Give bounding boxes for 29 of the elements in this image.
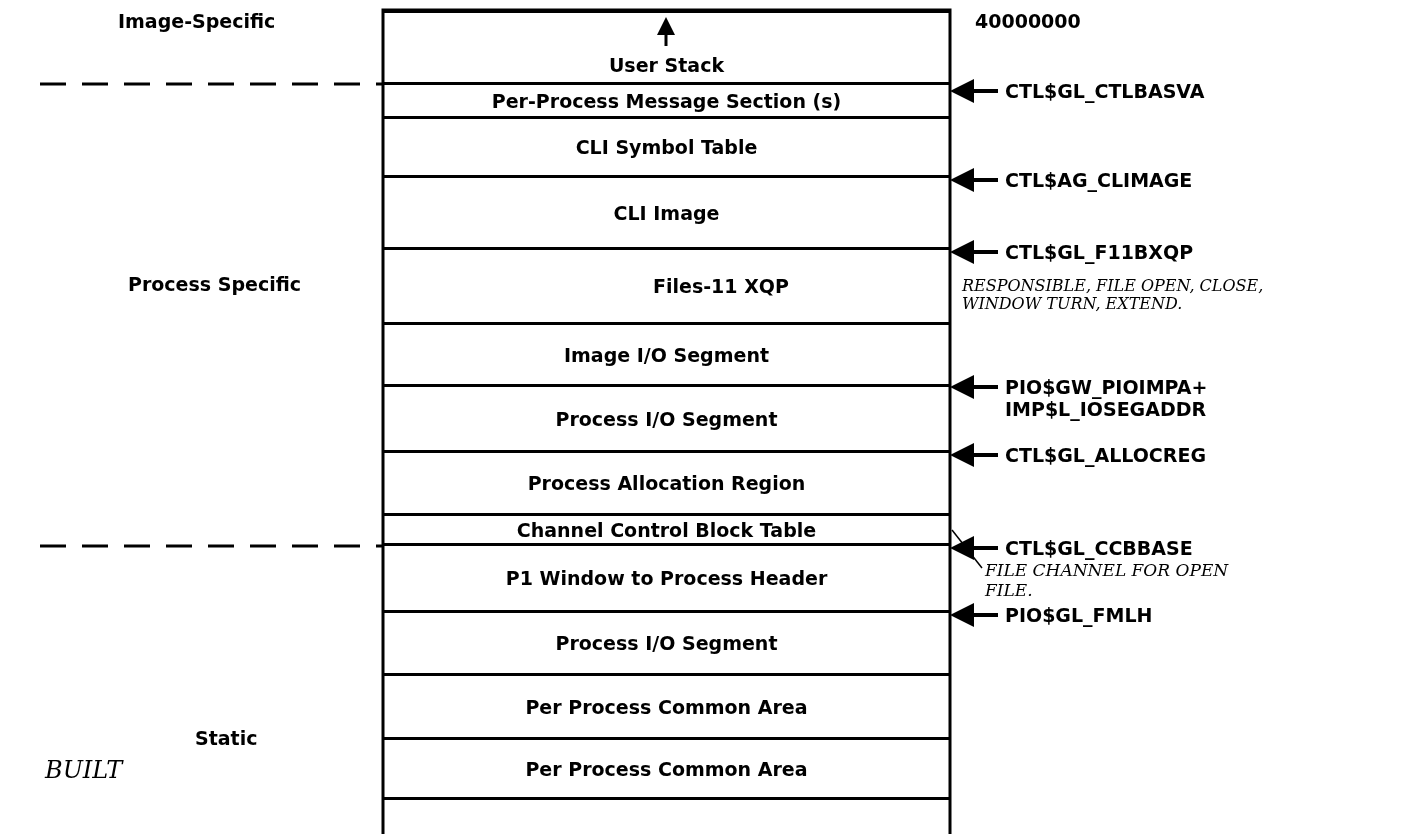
region-label: CLI Symbol Table [575,136,758,158]
handwritten-note: FILE CHANNEL FOR OPEN FILE. [985,560,1245,600]
region-label: Image I/O Segment [564,343,769,366]
region-heading: Static [195,727,258,749]
region-label: Per Process Common Area [525,695,808,718]
symbol-label: CTL$GL_ALLOCREG [1005,444,1206,466]
memory-region [383,737,950,800]
handwritten-note: RESPONSIBLE, FILE OPEN, CLOSE, WINDOW TURN, EXTEND. [962,277,1265,313]
address-label: 40000000 [975,10,1081,32]
region-heading: Process Specific [128,273,302,295]
symbol-label: PIO$GW_PIOIMPA+ IMP$L_IOSEGADDR [1005,376,1209,420]
region-label: Per Process Common Area [525,757,808,780]
symbol-label: PIO$GL_FMLH [1005,604,1153,626]
region-label: Process I/O Segment [555,632,778,654]
region-label: Channel Control Block Table [516,518,817,541]
region-label: CLI Image [613,201,720,224]
leader-line [951,529,983,569]
symbol-label: CTL$GL_CTLBASVA [1005,80,1205,102]
symbol-label: CTL$GL_F11BXQP [1005,241,1194,263]
region-label: P1 Window to Process Header [505,567,828,589]
symbol-label: CTL$GL_CCBBASE [1005,537,1193,559]
region-label: Process Allocation Region [527,472,806,494]
handwritten-note: BUILT [45,757,123,783]
region-label: User Stack [608,54,725,76]
symbol-label: CTL$AG_CLIMAGE [1005,169,1193,191]
region-label: Files-11 XQP [653,275,789,297]
region-label: Per-Process Message Section (s) [491,89,842,112]
region-heading: Image-Specific [118,10,276,32]
region-label: Process I/O Segment [555,407,778,430]
